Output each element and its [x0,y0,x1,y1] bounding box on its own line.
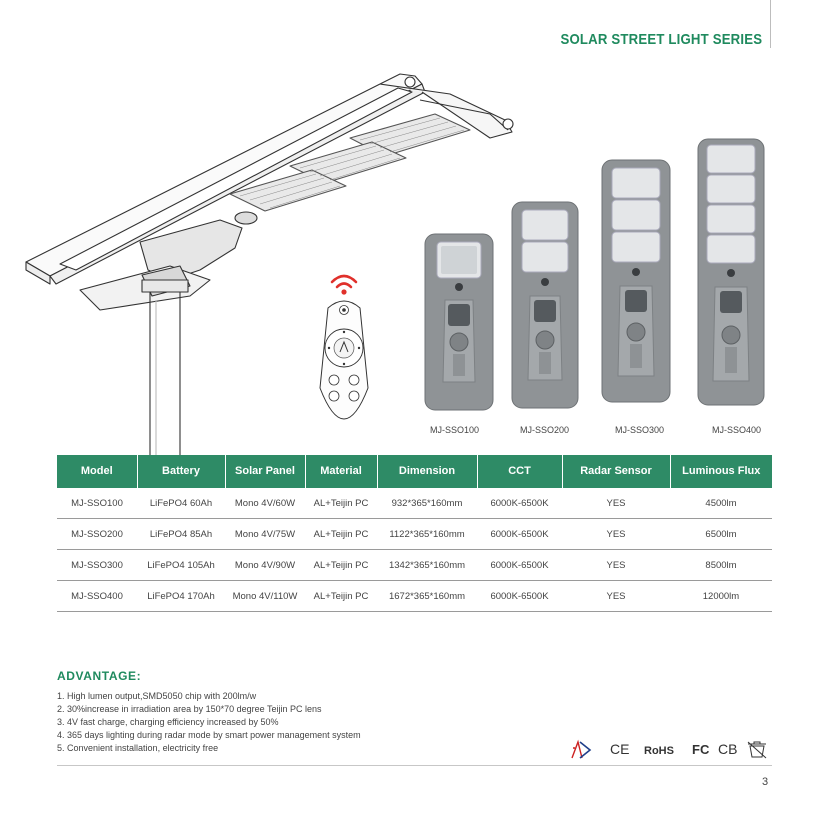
col-header-battery: Battery [137,455,226,488]
col-header-radar-sensor: Radar Sensor [562,455,671,488]
lamp-sso300-image [601,159,671,403]
col-header-material: Material [305,455,378,488]
cell-battery: LiFePO4 85Ah [137,518,225,550]
table-row: MJ-SSO200 LiFePO4 85Ah Mono 4V/75W AL+Te… [57,518,772,550]
table-row: MJ-SSO100 LiFePO4 60Ah Mono 4V/60W AL+Te… [57,488,772,519]
cell-dimension: 1672*365*160mm [377,580,477,612]
cell-dimension: 1122*365*160mm [377,518,477,550]
col-header-dimension: Dimension [377,455,478,488]
lamp-sso200-image [511,201,579,409]
lamp-caption-sso200: MJ-SSO200 [520,425,570,435]
cell-model: MJ-SSO100 [57,488,137,519]
list-item: 4. 365 days lighting during radar mode b… [57,730,361,740]
svg-text:CE: CE [610,741,629,757]
lamp-mj-sso200 [510,200,580,410]
page-title: SOLAR STREET LIGHT SERIES [560,31,762,48]
rohs-mark-icon: RoHS [644,745,674,757]
cell-luminous-flux: 12000lm [670,580,772,612]
cell-model: MJ-SSO200 [57,518,137,550]
list-item: 5. Convenient installation, electricity … [57,743,219,753]
lamp-mj-sso400 [696,137,766,407]
lamp-sso100-image [424,233,494,411]
lamp-mj-sso300 [600,158,672,404]
cell-dimension: 1342*365*160mm [377,549,477,581]
footer-divider [57,765,772,766]
page-number: 3 [762,776,769,788]
cell-radar-sensor: YES [562,518,670,550]
svg-text:FC: FC [692,742,710,757]
cell-solar-panel: Mono 4V/90W [225,549,305,581]
cell-cct: 6000K-6500K [477,488,562,519]
svg-text:RoHS: RoHS [644,745,674,757]
cell-cct: 6000K-6500K [477,549,562,581]
lamp-caption-sso100: MJ-SSO100 [430,425,480,435]
cell-battery: LiFePO4 60Ah [137,488,225,519]
col-header-model: Model [57,455,138,488]
spec-table-header-row: Model Battery Solar Panel Material Dimen… [57,455,772,488]
header-divider [770,0,771,48]
cell-luminous-flux: 8500lm [670,549,772,581]
cell-battery: LiFePO4 105Ah [137,549,225,581]
cb-mark-icon: CB [718,741,737,757]
cell-battery: LiFePO4 170Ah [137,580,225,612]
street-light-illustration [25,73,514,460]
cell-radar-sensor: YES [562,488,670,519]
brand-logo-icon [571,739,592,759]
cell-solar-panel: Mono 4V/110W [225,580,305,612]
cell-cct: 6000K-6500K [477,580,562,612]
col-header-luminous-flux: Luminous Flux [670,455,772,488]
list-item: 1. High lumen output,SMD5050 chip with 2… [57,691,257,701]
cell-luminous-flux: 6500lm [670,518,772,550]
fc-mark-icon: FC [692,742,710,757]
cell-radar-sensor: YES [562,580,670,612]
advantage-title: ADVANTAGE: [57,669,142,683]
table-row: MJ-SSO400 LiFePO4 170Ah Mono 4V/110W AL+… [57,580,772,612]
lamp-mj-sso100 [423,232,495,412]
spec-table: Model Battery Solar Panel Material Dimen… [57,455,772,612]
cell-material: AL+Teijin PC [305,580,377,612]
remote-control-illustration [319,274,369,420]
lamp-caption-sso400: MJ-SSO400 [712,425,762,435]
certification-marks: CE RoHS FC CB [571,739,767,759]
list-item: 3. 4V fast charge, charging efficiency i… [57,717,279,727]
recycling-bin-icon [747,741,767,759]
ce-mark-icon: CE [610,741,629,757]
cell-cct: 6000K-6500K [477,518,562,550]
cell-material: AL+Teijin PC [305,518,377,550]
cell-luminous-flux: 4500lm [670,488,772,519]
cell-model: MJ-SSO300 [57,549,137,581]
advantage-list: 1. High lumen output,SMD5050 chip with 2… [57,690,361,755]
lamp-caption-sso300: MJ-SSO300 [615,425,665,435]
cell-dimension: 932*365*160mm [377,488,477,519]
cell-material: AL+Teijin PC [305,549,377,581]
cell-model: MJ-SSO400 [57,580,137,612]
cell-solar-panel: Mono 4V/60W [225,488,305,519]
cell-solar-panel: Mono 4V/75W [225,518,305,550]
table-row: MJ-SSO300 LiFePO4 105Ah Mono 4V/90W AL+T… [57,549,772,581]
col-header-cct: CCT [477,455,563,488]
cell-radar-sensor: YES [562,549,670,581]
list-item: 2. 30%increase in irradiation area by 15… [57,704,322,714]
lamp-sso400-image [697,138,765,406]
col-header-solar-panel: Solar Panel [225,455,306,488]
svg-text:CB: CB [718,741,737,757]
cell-material: AL+Teijin PC [305,488,377,519]
